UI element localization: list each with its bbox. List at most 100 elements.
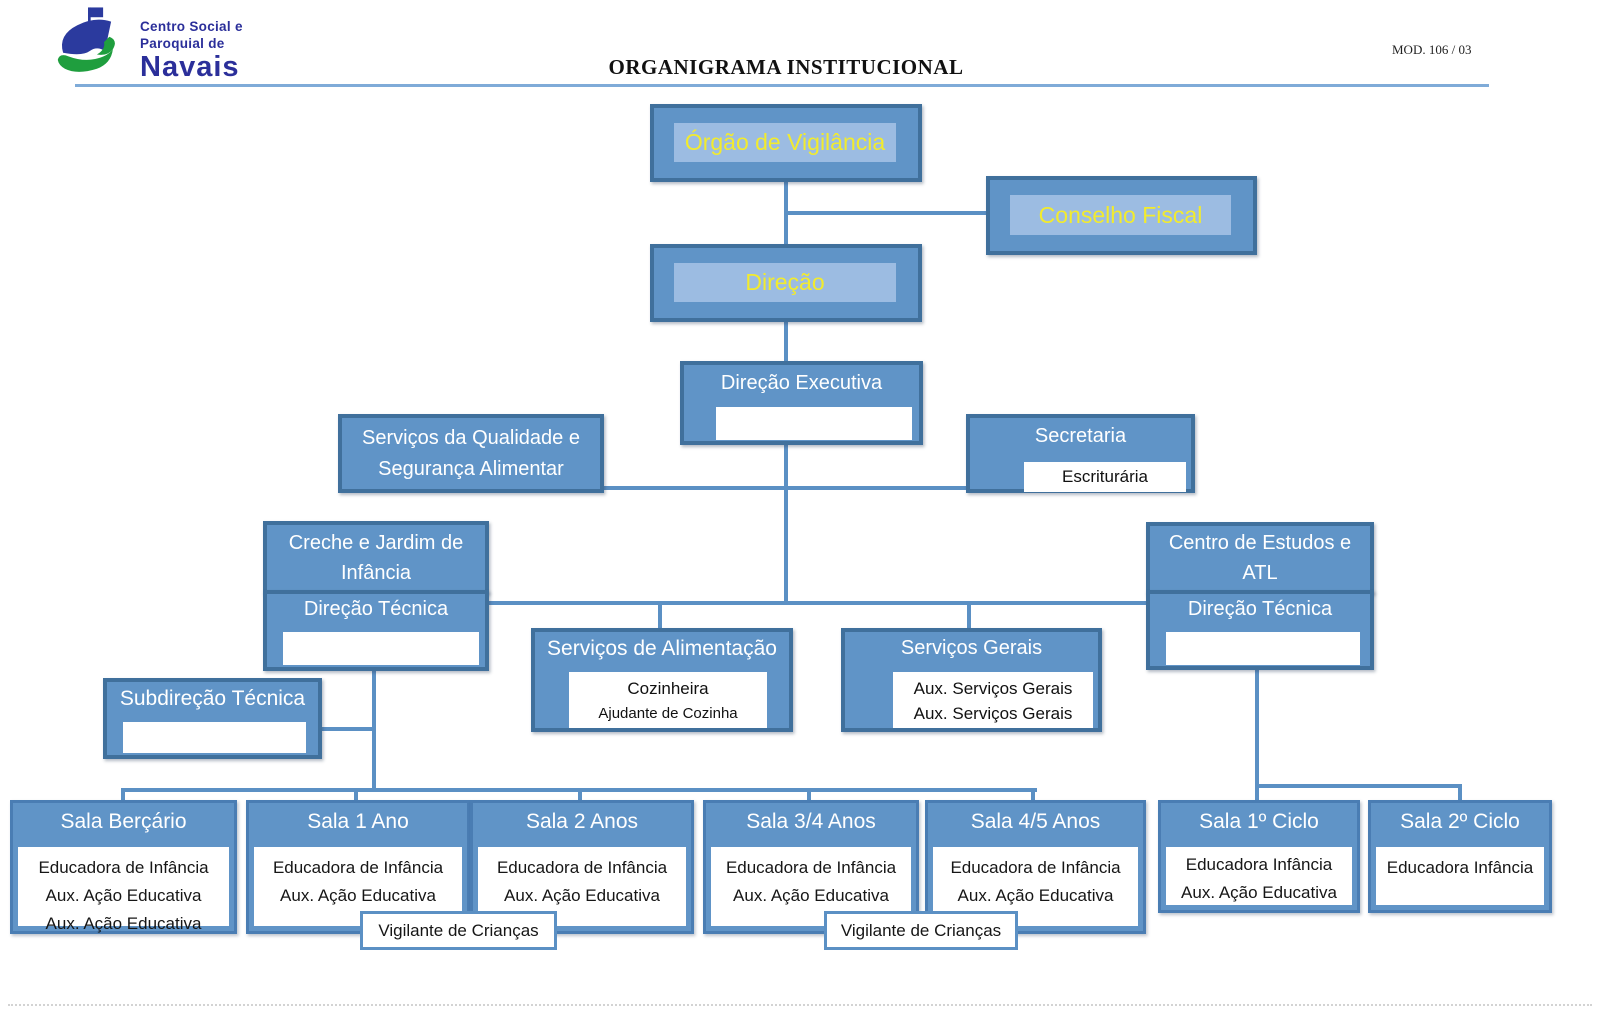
connector-drop-sala-34anos [807,788,811,804]
connector-drop-alimentacao [658,603,662,630]
connector-subdirecao [320,727,376,731]
sala-1-ciclo-staff-2: Aux. Ação Educativa [1181,883,1337,902]
vigilante-2-label: Vigilante de Crianças [840,920,1002,940]
subdirecao-holder-box [123,722,306,753]
header-rule [75,84,1489,87]
logo-line-3: Navais [140,51,240,83]
centro-estudos-line-2: ATL [1242,562,1278,584]
node-creche: Creche e Jardim de Infância [263,521,489,594]
logo-line-2: Paroquial de [140,35,225,51]
alimentacao-staff-2: Ajudante de Cozinha [598,705,738,722]
connector-level3 [487,601,1148,605]
logo: Centro Social e Paroquial de Navais [56,6,243,82]
node-sala-1-ciclo: Sala 1º Ciclo Educadora Infância Aux. Aç… [1158,800,1360,913]
connector-drop-sala-45anos [1031,788,1035,804]
sala-2-anos-title: Sala 2 Anos [525,810,639,833]
node-vigilante-2: Vigilante de Crianças [824,911,1018,950]
sala-45-anos-title: Sala 4/5 Anos [970,810,1101,833]
sala-2-anos-staff-2: Aux. Ação Educativa [504,886,660,905]
node-servicos-gerais-label: Serviços Gerais [900,637,1043,659]
creche-line-1: Creche e Jardim de [288,531,464,554]
node-centro-estudos-label: Centro de Estudos e ATL [1150,526,1370,590]
sala-1-ano-staff-1: Educadora de Infância [272,858,444,877]
alimentacao-staff-box: Cozinheira Ajudante de Cozinha [569,672,767,728]
node-sala-2-ciclo: Sala 2º Ciclo Educadora Infância [1368,800,1552,913]
node-sala-1-ano: Sala 1 Ano Educadora de Infância Aux. Aç… [246,800,470,934]
sala-bercario-staff-3: Aux. Ação Educativa [45,914,202,933]
sala-1-ano-staff-2: Aux. Ação Educativa [280,886,436,905]
node-orgao-vigilancia: Órgão de Vigilância [650,104,922,182]
node-centro-estudos: Centro de Estudos e ATL [1146,522,1374,594]
sala-34-anos-title: Sala 3/4 Anos [746,810,876,833]
gerais-staff-box: Aux. Serviços Gerais Aux. Serviços Gerai… [893,672,1093,728]
sala-1-ano-title: Sala 1 Ano [307,810,409,833]
centro-direcao-tecnica-holder-box [1166,632,1360,665]
node-creche-direcao-tecnica: Direção Técnica [263,590,489,671]
node-servicos-alimentacao: Serviços de Alimentação Cozinheira Ajuda… [531,628,793,732]
qualidade-line-2: Segurança Alimentar [378,457,564,480]
centro-estudos-line-1: Centro de Estudos e [1168,532,1352,554]
connector-drop-sala-bercario [121,788,125,804]
sala-2-anos-staff: Educadora de Infância Aux. Ação Educativ… [478,847,686,926]
sala-2-ciclo-title: Sala 2º Ciclo [1400,810,1520,833]
sala-45-anos-staff-2: Aux. Ação Educativa [957,886,1114,905]
sala-1-ciclo-title: Sala 1º Ciclo [1199,810,1319,833]
sala-2-anos-staff-1: Educadora de Infância [496,858,668,877]
node-conselho-fiscal: Conselho Fiscal [986,176,1257,255]
connector-direcao-executiva [784,322,788,361]
connector-drop-sala-2anos [578,788,582,804]
vigilante-1-label: Vigilante de Crianças [378,920,539,940]
node-direcao: Direção [650,244,922,322]
connector-trunk [784,445,788,605]
qualidade-line-1: Serviços da Qualidade e [362,426,580,449]
connector-drop-sala-1ano [354,788,358,804]
connector-ciclos-bus [1255,784,1462,788]
sala-2-ciclo-staff-1: Educadora Infância [1386,858,1534,877]
mod-reference: MOD. 106 / 03 [1392,42,1472,57]
sala-34-anos-staff-1: Educadora de Infância [725,858,897,877]
logo-boat-icon [57,7,115,72]
logo-line-1: Centro Social e [140,19,243,34]
secretaria-staff: Escriturária [1062,467,1148,486]
node-servicos-gerais: Serviços Gerais Aux. Serviços Gerais Aux… [841,628,1102,732]
node-creche-label: Creche e Jardim de Infância [267,525,485,590]
gerais-staff-2: Aux. Serviços Gerais [913,704,1073,723]
node-orgao-vigilancia-label: Órgão de Vigilância [674,123,896,162]
page-title: ORGANIGRAMA INSTITUCIONAL [608,55,964,79]
node-direcao-label: Direção [674,263,896,302]
node-conselho-fiscal-label: Conselho Fiscal [1010,195,1231,235]
sala-45-anos-staff-1: Educadora de Infância [950,858,1121,877]
logo-text: Centro Social e Paroquial de Navais [140,6,243,82]
node-secretaria: Secretaria Escriturária [966,414,1195,493]
secretaria-staff-box: Escriturária [1024,462,1186,492]
node-direcao-executiva: Direção Executiva [680,361,923,445]
node-servicos-alimentacao-label: Serviços de Alimentação [547,637,777,660]
connector-qualidade-secretaria [604,486,966,490]
sala-1-ciclo-staff: Educadora Infância Aux. Ação Educativa [1166,847,1352,905]
centro-direcao-tecnica-label: Direção Técnica [1187,598,1333,620]
node-servicos-qualidade: Serviços da Qualidade e Segurança Alimen… [338,414,604,493]
sala-2-ciclo-staff: Educadora Infância [1376,847,1544,905]
sala-bercario-title: Sala Berçário [60,810,187,833]
creche-direcao-tecnica-holder-box [283,632,479,665]
creche-line-2: Infância [340,561,412,584]
sala-bercario-staff-2: Aux. Ação Educativa [45,886,202,905]
node-vigilante-1: Vigilante de Crianças [360,911,557,950]
connector-drop-sala-2ciclo [1458,784,1462,804]
node-servicos-qualidade-label: Serviços da Qualidade e Segurança Alimen… [342,418,600,489]
creche-direcao-tecnica-label: Direção Técnica [303,598,449,620]
direcao-executiva-holder-box [716,407,912,440]
sala-1-ciclo-staff-1: Educadora Infância [1185,855,1333,874]
alimentacao-staff-1: Cozinheira [627,679,709,698]
node-subdirecao-tecnica: Subdireção Técnica [103,678,322,759]
connector-drop-gerais [967,603,971,630]
node-secretaria-label: Secretaria [1034,425,1127,447]
connector-conselho-fiscal [784,211,986,215]
connector-creche-salas [372,671,376,792]
node-centro-direcao-tecnica: Direção Técnica [1146,590,1374,670]
node-subdirecao-tecnica-label: Subdireção Técnica [119,687,306,710]
node-sala-bercario: Sala Berçário Educadora de Infância Aux.… [10,800,237,934]
sala-34-anos-staff-2: Aux. Ação Educativa [733,886,889,905]
gerais-staff-1: Aux. Serviços Gerais [913,679,1073,698]
page-bottom-edge [8,1004,1592,1006]
